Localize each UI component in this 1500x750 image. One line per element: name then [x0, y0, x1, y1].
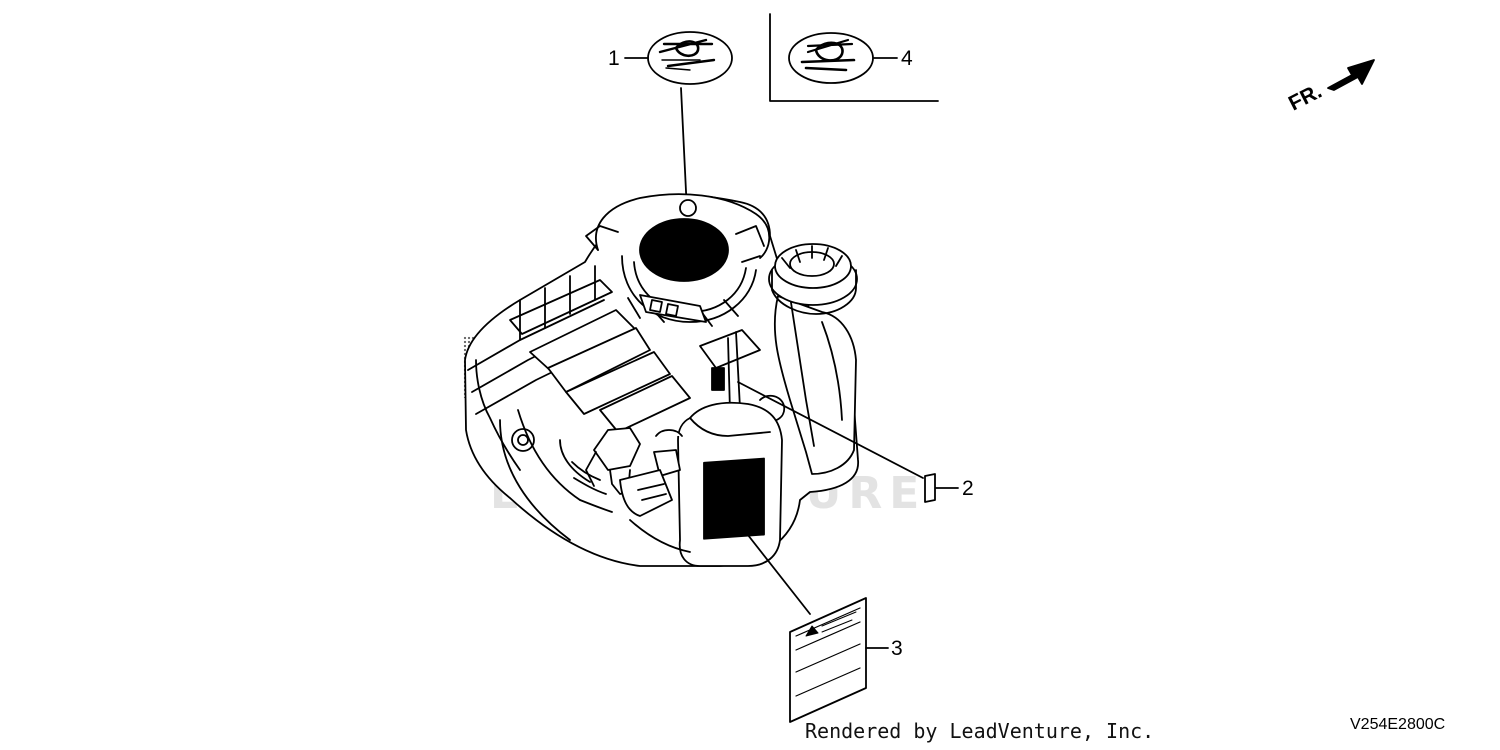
leader-3 — [743, 529, 811, 615]
callout-2[interactable]: 2 — [962, 477, 974, 500]
leader-1-drop — [680, 87, 688, 213]
engine-body — [464, 193, 859, 567]
diagram-code: V254E2800C — [1350, 716, 1446, 733]
callout-4[interactable]: 4 — [901, 47, 913, 70]
part-1-emblem[interactable] — [647, 31, 733, 85]
part-3-warning-label[interactable] — [789, 597, 867, 723]
leader-2 — [737, 381, 924, 479]
front-arrow-icon — [1327, 59, 1375, 91]
callout-3[interactable]: 3 — [891, 637, 903, 660]
part-2-label[interactable] — [924, 473, 936, 503]
callout-1[interactable]: 1 — [608, 47, 620, 70]
inset-frame — [769, 13, 939, 102]
part-4-emblem[interactable] — [788, 32, 874, 84]
render-credit: Rendered by LeadVenture, Inc. — [805, 719, 1155, 743]
